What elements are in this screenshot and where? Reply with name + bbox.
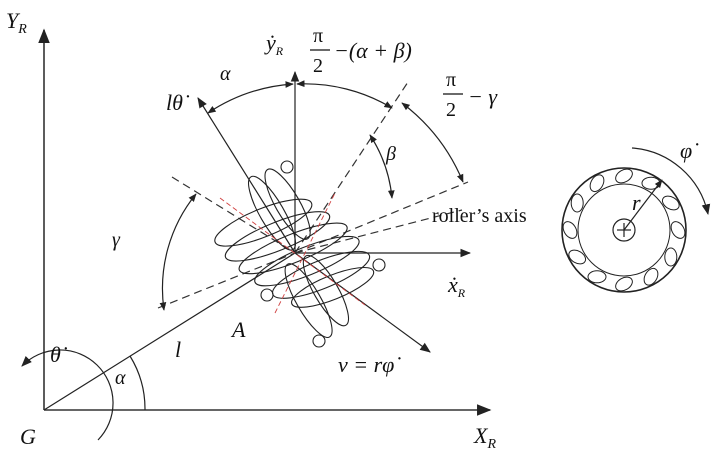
gamma-arc xyxy=(159,193,197,311)
roller xyxy=(214,198,313,247)
l-label: l xyxy=(175,337,181,362)
front-roller xyxy=(670,221,686,239)
front-roller xyxy=(587,270,607,284)
point-A-label: A xyxy=(230,317,246,342)
front-roller xyxy=(568,249,587,265)
front-roller xyxy=(643,267,659,286)
roller xyxy=(254,235,360,287)
alpha-arc-bottom xyxy=(129,355,146,411)
theta-dot-label: θ̇ xyxy=(50,342,68,367)
alpha-bottom-label: α xyxy=(115,367,126,389)
roller-vertical xyxy=(264,168,311,240)
roller-end xyxy=(260,288,274,302)
front-rollers xyxy=(562,168,686,292)
alpha-arc-top xyxy=(207,81,294,114)
front-roller xyxy=(661,195,680,211)
theta-dot-arc xyxy=(21,349,114,441)
phi-dot-label: φ̇ xyxy=(680,138,699,163)
mecanum-wheel-side-view xyxy=(214,160,386,348)
x-axis-label: XR xyxy=(473,423,496,452)
wheel-outer-rim xyxy=(561,167,687,293)
svg-text:π: π xyxy=(446,69,456,91)
dashed-line-roller-axis-back xyxy=(157,252,296,309)
roller xyxy=(238,222,348,275)
roller-axis-label: roller’s axis xyxy=(432,205,527,227)
l-theta-dot-arrow xyxy=(197,97,296,254)
hub xyxy=(612,218,636,242)
origin-label: G xyxy=(20,424,36,449)
roller xyxy=(291,266,375,308)
mecanum-wheel-front-view: r φ̇ xyxy=(561,138,711,293)
wheel-inner-rim xyxy=(577,183,671,277)
front-roller xyxy=(664,247,678,267)
x-dot-label: ẋR xyxy=(447,272,466,300)
r-label: r xyxy=(632,190,641,215)
gamma-label: γ xyxy=(112,229,121,251)
alpha-top-label: α xyxy=(220,63,231,85)
y-axis-label: YR xyxy=(6,8,27,37)
dashed-line-wheel-axis xyxy=(294,209,463,254)
front-roller xyxy=(589,174,605,193)
pi-half-gamma-arc xyxy=(401,102,464,183)
line-l xyxy=(43,252,296,411)
svg-text:2: 2 xyxy=(446,99,456,121)
dashed-line-roller-axis xyxy=(294,181,469,254)
y-dot-label: ẏR xyxy=(264,30,284,58)
l-theta-dot-label: lθ̇ xyxy=(166,90,190,115)
svg-text:2: 2 xyxy=(313,55,323,77)
dashed-line-gamma xyxy=(171,176,296,254)
pi-half-alpha-beta-label: π 2 −(α + β) xyxy=(310,25,412,77)
phi-dot-arc xyxy=(631,147,711,216)
red-dashed-guide xyxy=(274,192,336,314)
front-roller xyxy=(562,221,578,239)
svg-text:−(α + β): −(α + β) xyxy=(334,38,412,63)
roller-vertical xyxy=(284,263,333,338)
roller-vertical xyxy=(302,254,350,327)
svg-text:− γ: − γ xyxy=(468,84,498,109)
front-roller xyxy=(570,193,584,213)
beta-label: β xyxy=(385,143,396,165)
roller-end xyxy=(372,258,386,272)
red-dashed-guide xyxy=(219,197,366,306)
front-roller xyxy=(641,176,661,190)
pi-half-gamma-label: π 2 − γ xyxy=(443,69,498,121)
svg-text:π: π xyxy=(313,25,323,47)
roller-vertical xyxy=(248,175,296,251)
radius-arrow xyxy=(623,179,663,231)
velocity-label: v = rφ̇ xyxy=(338,352,401,377)
roller xyxy=(224,211,331,262)
pi-half-alpha-beta-arc xyxy=(296,80,393,109)
beta-arc xyxy=(369,134,395,199)
dashed-line-beta-upper xyxy=(294,81,409,254)
front-roller xyxy=(615,168,633,184)
front-roller xyxy=(615,276,633,292)
roller-end xyxy=(312,334,326,348)
roller-end xyxy=(280,160,294,174)
